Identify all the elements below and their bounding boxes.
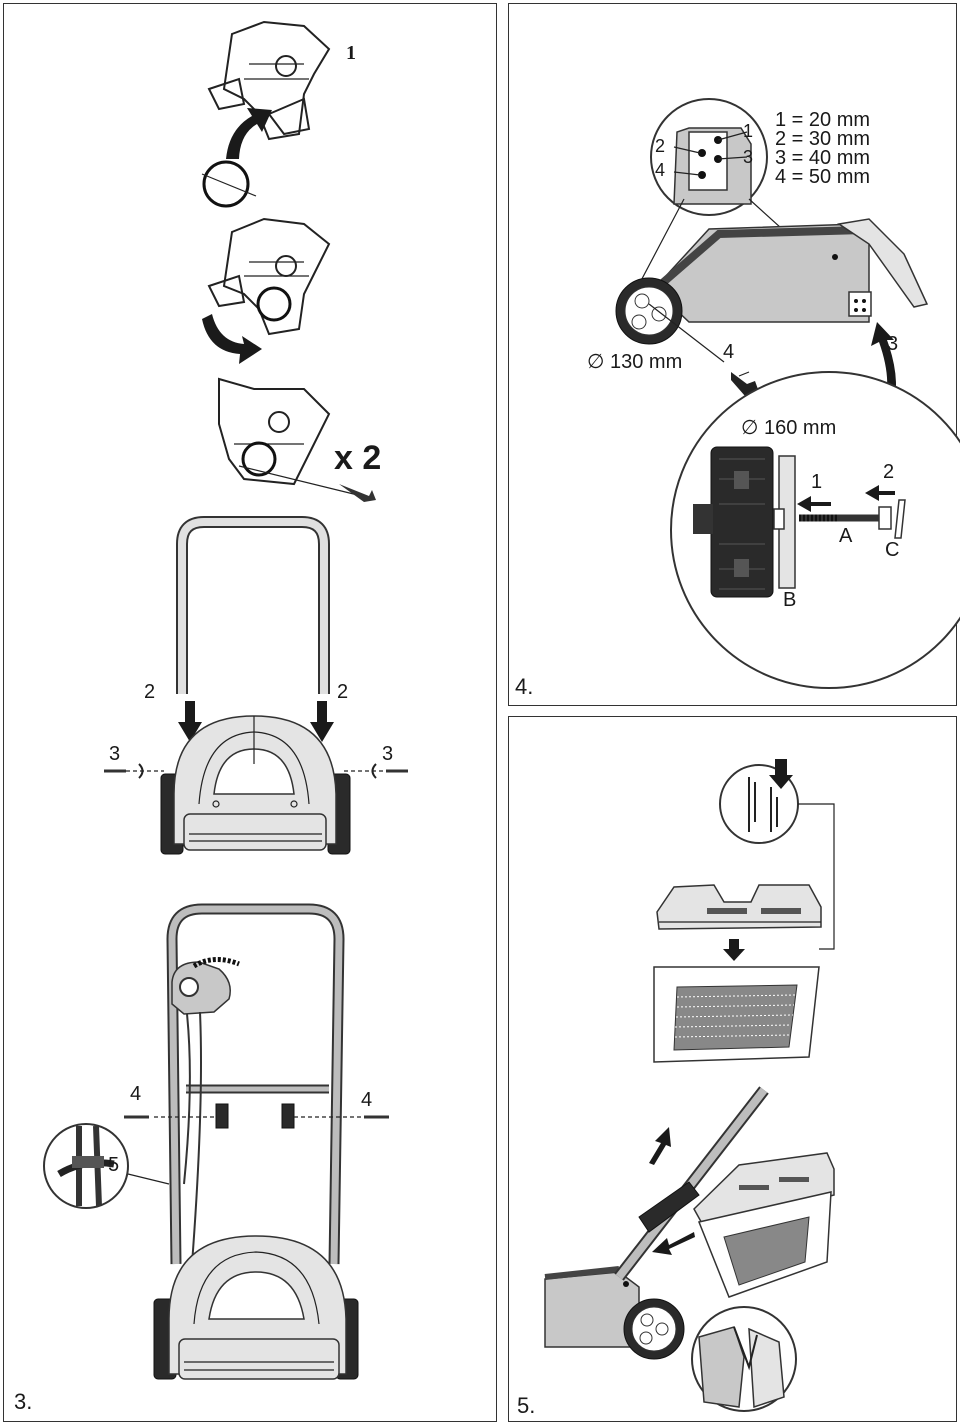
- mower-side-view: [615, 198, 929, 363]
- curved-arrow-down: [202, 314, 262, 364]
- cable-tie-detail: [43, 1123, 170, 1209]
- label-4-right: 4: [361, 1089, 372, 1111]
- height-row-1: 1 = 20 mm: [775, 109, 870, 131]
- handle-clip-detail-2: [207, 217, 331, 336]
- height-row-3: 3 = 40 mm: [775, 147, 870, 169]
- grass-catcher-lid: [656, 884, 822, 961]
- upper-handle: [176, 516, 330, 694]
- label-2-right: 2: [337, 681, 348, 703]
- label-2-left: 2: [144, 681, 155, 703]
- part-label-B: B: [783, 589, 796, 611]
- handle-clip-detail-1: 1: [207, 20, 356, 141]
- arrow-label-4: 4: [723, 341, 734, 363]
- panel-3-illustration: 1 x 2: [14, 20, 408, 1414]
- mower-with-catcher: [544, 1086, 835, 1360]
- hole-label-4: 4: [655, 160, 665, 180]
- part-label-2: 2: [883, 461, 894, 483]
- panel-step-5: 5.: [508, 716, 957, 1422]
- down-arrows: [178, 701, 334, 742]
- grass-catcher-basket: [653, 966, 820, 1063]
- hole-label-1: 1: [743, 121, 753, 141]
- hole-label-2: 2: [655, 136, 665, 156]
- hole-label-3: 3: [743, 147, 753, 167]
- rear-wheel-diameter: ∅ 160 mm: [741, 417, 836, 439]
- part-label-1: 1: [811, 471, 822, 493]
- hand-icon: [731, 371, 759, 396]
- height-row-2: 2 = 30 mm: [775, 128, 870, 150]
- step-number-4: 4.: [515, 674, 533, 699]
- panel-step-3: 1 x 2: [3, 3, 497, 1422]
- front-wheel-diameter: ∅ 130 mm: [587, 351, 682, 373]
- label-3-right: 3: [382, 743, 393, 765]
- height-row-4: 4 = 50 mm: [775, 166, 870, 188]
- label-3-left: 3: [109, 743, 120, 765]
- label-4-left: 4: [130, 1083, 141, 1105]
- label-5: 5: [108, 1154, 119, 1176]
- panel-step-4: 2 4 1 3 1 = 20 mm 2 = 30 mm 3 = 40 mm 4 …: [508, 3, 960, 706]
- panel-4-illustration: 2 4 1 3 1 = 20 mm 2 = 30 mm 3 = 40 mm 4 …: [515, 98, 960, 699]
- step-number-5: 5.: [517, 1393, 535, 1418]
- panel-5-illustration: 5.: [517, 759, 835, 1418]
- catcher-clip-detail: [719, 759, 835, 950]
- hook-detail: [691, 1306, 797, 1412]
- detail-number: 1: [346, 42, 356, 64]
- part-label-A: A: [839, 525, 853, 547]
- height-setting-detail: 2 4 1 3: [650, 98, 768, 216]
- mower-rear-view-1: [160, 715, 351, 855]
- rear-wheel-detail: [670, 371, 960, 689]
- clip-ring-part: [201, 160, 257, 208]
- screw-count-label: x 2: [334, 439, 381, 477]
- arrow-label-3: 3: [887, 333, 898, 355]
- mower-assembled: [124, 903, 389, 1380]
- curved-arrow-up: [226, 108, 272, 159]
- handle-clip-detail-3: [218, 377, 376, 502]
- step-number-3: 3.: [14, 1389, 32, 1414]
- side-screws-3: [104, 763, 408, 779]
- height-table: 1 = 20 mm 2 = 30 mm 3 = 40 mm 4 = 50 mm: [775, 109, 870, 188]
- part-label-C: C: [885, 539, 899, 561]
